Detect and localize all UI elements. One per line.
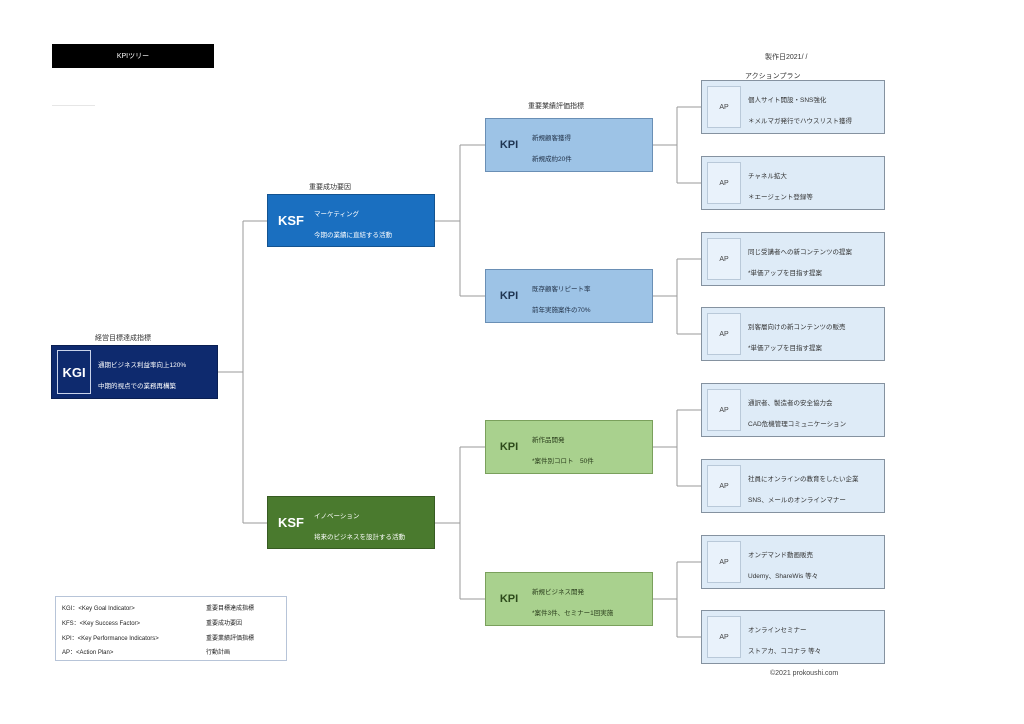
copyright: ©2021 prokoushi.com [770, 670, 839, 677]
kpi-line-1: 既存顧客リピート率 [532, 286, 591, 293]
connector-ksf1-kpi [435, 144, 485, 297]
ap-line-2: ＊メルマガ発行でハウスリスト獲得 [748, 118, 852, 125]
ksf-tag: KSF [278, 515, 304, 530]
ap-line-1: 通訳者、製造者の安全協力会 [748, 400, 833, 407]
legend-row-ap: AP：<Action Plan> 行動計画 [62, 647, 282, 657]
ap-tag: AP [707, 541, 741, 583]
ap-line-1: 同じ受講者への新コンテンツの提案 [748, 249, 852, 256]
ksf-node-marketing: KSF マーケティング 今期の業績に直結する活動 [267, 194, 435, 247]
connector-kpi2-ap [653, 258, 701, 335]
ap-line-1: オンデマンド動画販売 [748, 552, 813, 559]
legend-row-kgi: KGI：<Key Goal Indicator> 重要目標達成指標 [62, 603, 282, 613]
legend-meaning: 重要成功要因 [206, 621, 243, 627]
ksf-node-innovation: KSF イノベーション 将来のビジネスを設計する活動 [267, 496, 435, 549]
legend-term: AP：<Action Plan> [62, 650, 114, 656]
ap-line-2: *単価アップを目指す提案 [748, 345, 823, 352]
kpi-node-1: KPI 新規顧客獲得 新規成約20件 [485, 118, 653, 172]
legend-term: KFS：<Key Success Factor> [62, 621, 141, 627]
column-label-ap: アクションプラン [745, 73, 801, 80]
legend-row-ksf: KFS：<Key Success Factor> 重要成功要因 [62, 618, 282, 628]
ap-line-2: ＊エージェント登録等 [748, 194, 813, 201]
created-date: 製作日2021/ / [765, 54, 808, 61]
ap-tag: AP [707, 238, 741, 280]
kpi-tag: KPI [499, 441, 519, 453]
column-label-ksf: 重要成功要因 [309, 184, 351, 191]
ksf-line-2: 今期の業績に直結する活動 [314, 232, 392, 239]
connector-kpi1-ap [653, 106, 701, 184]
connector-kgi-ksf [218, 220, 267, 524]
ap-line-2: SNS、メールのオンラインマナー [748, 497, 846, 504]
ksf-line-1: イノベーション [314, 513, 360, 520]
kpi-line-2: *案件3件、セミナー1回実施 [532, 610, 614, 617]
kpi-line-1: 新規顧客獲得 [532, 135, 571, 142]
legend-term: KGI：<Key Goal Indicator> [62, 606, 135, 612]
legend-meaning: 行動計画 [206, 650, 231, 656]
column-label-kpi: 重要業績評価指標 [528, 103, 584, 110]
ap-line-1: チャネル拡大 [748, 173, 787, 180]
kpi-tag: KPI [499, 290, 519, 302]
ap-tag: AP [707, 162, 741, 204]
kgi-node: KGI 通期ビジネス利益率向上120% 中期的視点での業務再構築 [51, 345, 218, 399]
ap-node-1: AP 個人サイト開設・SNS強化 ＊メルマガ発行でハウスリスト獲得 [701, 80, 885, 134]
ap-line-1: オンラインセミナー [748, 627, 807, 634]
ap-tag: AP [707, 465, 741, 507]
legend: KGI：<Key Goal Indicator> 重要目標達成指標 KFS：<K… [55, 596, 287, 661]
column-label-kgi: 経営目標達成指標 [95, 335, 151, 342]
page-title: KPIツリー [52, 44, 214, 68]
legend-row-kpi: KPI：<Key Performance Indicators> 重要業績評価指… [62, 633, 282, 643]
kpi-tag: KPI [499, 593, 519, 605]
ap-node-8: AP オンラインセミナー ストアカ、ココナラ 等々 [701, 610, 885, 664]
ap-tag: AP [707, 313, 741, 355]
connector-kpi3-ap [653, 409, 701, 487]
legend-term: KPI：<Key Performance Indicators> [62, 636, 159, 642]
ap-node-5: AP 通訳者、製造者の安全協力会 CAD危機管理コミュニケーション [701, 383, 885, 437]
ap-tag: AP [707, 389, 741, 431]
ksf-tag: KSF [278, 213, 304, 228]
kpi-node-3: KPI 新作品開発 *案件別コロト 50件 [485, 420, 653, 474]
ap-line-1: 社員にオンラインの教育をしたい企業 [748, 476, 859, 483]
connector-kpi4-ap [653, 561, 701, 638]
ap-line-1: 個人サイト開設・SNS強化 [748, 97, 827, 104]
ap-line-2: ストアカ、ココナラ 等々 [748, 648, 822, 655]
kpi-line-1: 新作品開発 [532, 437, 565, 444]
ap-tag: AP [707, 616, 741, 658]
page-title-text: KPIツリー [116, 53, 150, 60]
kpi-line-2: 新規成約20件 [532, 156, 572, 163]
divider [52, 105, 95, 106]
kpi-line-1: 新規ビジネス開発 [532, 589, 584, 596]
kgi-line-1: 通期ビジネス利益率向上120% [98, 362, 187, 369]
kpi-line-2: *案件別コロト 50件 [532, 458, 594, 465]
ap-tag: AP [707, 86, 741, 128]
connector-ksf2-kpi [435, 446, 485, 600]
legend-meaning: 重要目標達成指標 [206, 606, 255, 612]
ap-node-4: AP 別客層向けの新コンテンツの販売 *単価アップを目指す提案 [701, 307, 885, 361]
kpi-node-2: KPI 既存顧客リピート率 前年実施案件の70% [485, 269, 653, 323]
ap-node-6: AP 社員にオンラインの教育をしたい企業 SNS、メールのオンラインマナー [701, 459, 885, 513]
ap-node-7: AP オンデマンド動画販売 Udemy、ShareWis 等々 [701, 535, 885, 589]
ap-node-2: AP チャネル拡大 ＊エージェント登録等 [701, 156, 885, 210]
kgi-tag: KGI [57, 350, 91, 394]
legend-meaning: 重要業績評価指標 [206, 636, 255, 642]
ap-line-2: CAD危機管理コミュニケーション [748, 421, 847, 428]
kpi-node-4: KPI 新規ビジネス開発 *案件3件、セミナー1回実施 [485, 572, 653, 626]
kgi-line-2: 中期的視点での業務再構築 [98, 383, 176, 390]
ksf-line-2: 将来のビジネスを設計する活動 [314, 534, 405, 541]
ap-line-1: 別客層向けの新コンテンツの販売 [748, 324, 846, 331]
ap-node-3: AP 同じ受講者への新コンテンツの提案 *単価アップを目指す提案 [701, 232, 885, 286]
ksf-line-1: マーケティング [314, 211, 359, 218]
ap-line-2: Udemy、ShareWis 等々 [748, 573, 819, 580]
kpi-tag: KPI [499, 139, 519, 151]
ap-line-2: *単価アップを目指す提案 [748, 270, 823, 277]
kpi-line-2: 前年実施案件の70% [532, 307, 591, 314]
